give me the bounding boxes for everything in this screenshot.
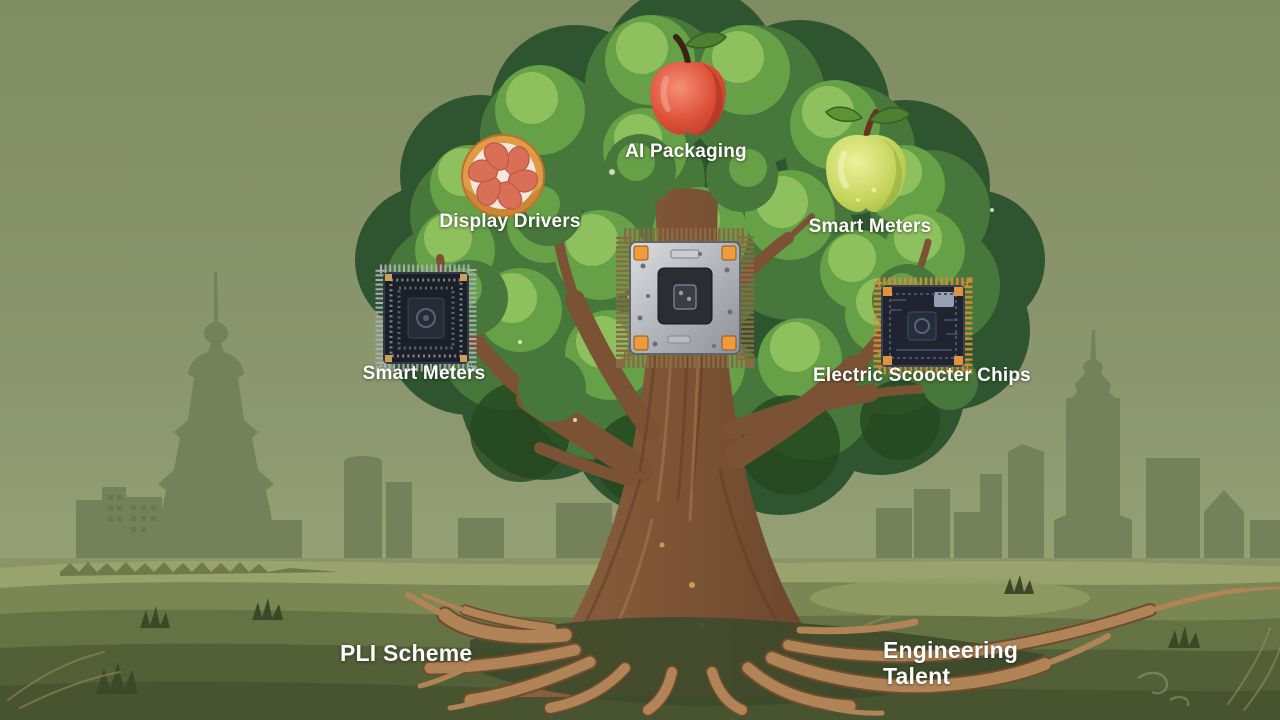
label-electric-scooter-chips: Electric Scoocter Chips (813, 365, 1031, 386)
label-smart-meters-left: Smart Meters (362, 363, 486, 384)
dark-bga-chip-left-icon (375, 264, 477, 372)
green-apple-icon (824, 106, 912, 213)
label-smart-meters-top: Smart Meters (808, 216, 932, 237)
label-ai-packaging: AI Packaging (625, 141, 747, 162)
skyscraper-icon (1054, 330, 1132, 562)
grapefruit-icon (461, 134, 545, 218)
dark-pcb-chip-right-icon (873, 277, 973, 375)
red-apple-icon (650, 31, 728, 135)
city-skyline (76, 272, 1280, 562)
label-display-drivers: Display Drivers (439, 211, 581, 232)
label-engineering-talent: Engineering Talent (883, 637, 1019, 689)
metal-chip-center-icon (616, 228, 754, 368)
pagoda-icon (142, 272, 290, 562)
left-buildings-icon (76, 487, 162, 562)
label-pli-scheme: PLI Scheme (340, 640, 473, 666)
tree-roots (405, 586, 1280, 717)
